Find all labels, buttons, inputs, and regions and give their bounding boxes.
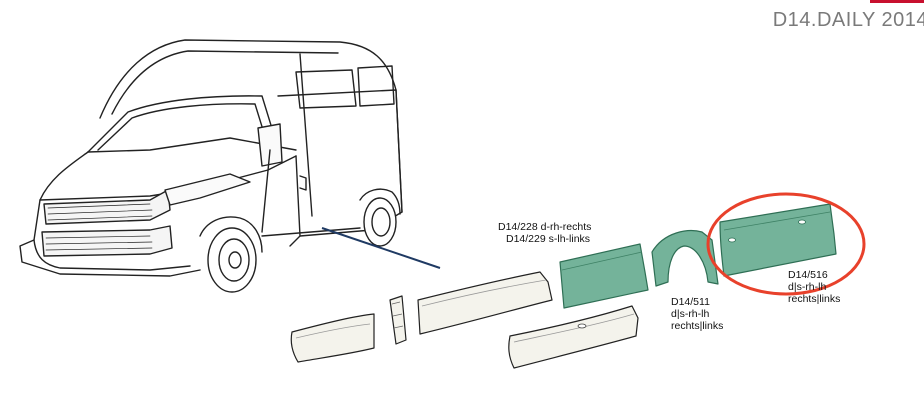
leader-line (321, 227, 441, 269)
header-accent-bar (870, 0, 924, 3)
part-lower-sill (508, 305, 639, 369)
part-label-arch: D14/511 d|s-rh-lh rechts|links (671, 296, 723, 332)
part-label-arch-line-1: D14/511 (671, 296, 710, 308)
van-illustration (19, 39, 403, 293)
part-label-rear-line-2: d|s-rh-lh (788, 281, 827, 293)
part-label-rear-line-1: D14/516 (788, 269, 828, 281)
part-label-front-line-1: D14/228 d-rh-rechts (498, 221, 592, 233)
part-long-sill (417, 271, 553, 335)
part-label-rear: D14/516 d|s-rh-lh rechts|links (788, 269, 840, 305)
part-connector-clip (389, 295, 407, 345)
part-label-rear-line-3: rechts|links (788, 293, 841, 305)
part-wheel-arch-highlighted (651, 230, 719, 287)
part-front-panel-highlighted (559, 243, 649, 309)
page-title: D14.DAILY 2014 (772, 9, 924, 31)
part-label-front: D14/228 d-rh-rechts D14/229 s-lh-links (498, 221, 591, 245)
part-rear-panel-highlighted (719, 203, 837, 277)
part-label-arch-line-3: rechts|links (671, 320, 724, 332)
red-circle-marker (706, 192, 866, 296)
part-label-front-line-2: D14/229 s-lh-links (506, 233, 591, 245)
part-small-trim (290, 313, 375, 363)
part-label-arch-line-2: d|s-rh-lh (671, 308, 710, 320)
